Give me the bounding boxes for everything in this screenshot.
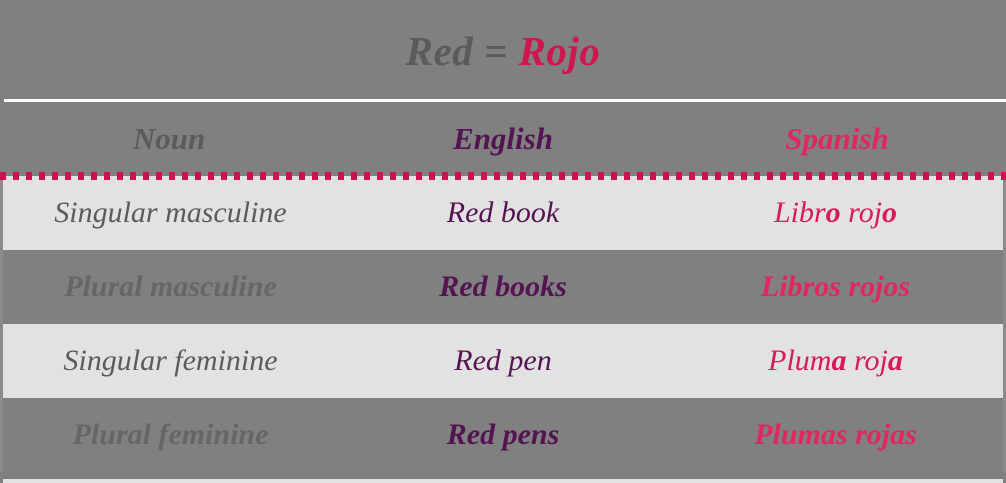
cell-english: Red book: [446, 196, 560, 229]
cell-english: Red pens: [446, 418, 560, 451]
cell-english: Red books: [439, 270, 567, 303]
column-header-english: English: [453, 121, 553, 156]
spanish-stem: Plum: [754, 418, 821, 451]
table-title: Red = Rojo: [0, 0, 1006, 102]
cell-noun: Singular feminine: [63, 344, 278, 377]
spanish-ending: a: [831, 344, 847, 377]
title-spanish-word: Rojo: [518, 28, 601, 74]
title-english-word: Red =: [405, 28, 519, 74]
spanish-stem: Plum: [768, 344, 832, 377]
spanish-adjective-stem: roj: [846, 344, 888, 377]
spanish-adjective-stem: roj: [840, 270, 884, 303]
table-row: Singular masculine Red book Libro rojo: [0, 176, 1006, 250]
cell-noun: Plural feminine: [72, 418, 269, 451]
cell-spanish: Pluma roja: [668, 344, 1003, 378]
cell-noun: Singular masculine: [54, 196, 287, 229]
cell-noun: Plural masculine: [64, 270, 277, 303]
table-row: Plural feminine Red pens Plumas rojas: [0, 398, 1006, 472]
spanish-ending: o: [825, 196, 841, 229]
column-header-noun: Noun: [132, 121, 206, 156]
spanish-ending: os: [814, 270, 841, 303]
cell-spanish: Libros rojos: [668, 270, 1003, 304]
spanish-adjective-ending: os: [883, 270, 911, 303]
cell-spanish: Plumas rojas: [668, 418, 1003, 452]
table-header-row: Noun English Spanish: [0, 102, 1006, 180]
table-row: Plural masculine Red books Libros rojos: [0, 250, 1006, 324]
header-dotted-divider: [0, 172, 1006, 180]
spanish-stem: Libr: [760, 270, 815, 303]
table-row: Singular feminine Red pen Pluma roja: [0, 324, 1006, 398]
spanish-adjective-ending: o: [882, 196, 898, 229]
table-bottom-divider: [3, 479, 1003, 483]
spanish-adjective-ending: a: [887, 344, 903, 377]
title-divider: [4, 99, 1006, 102]
spanish-adjective-ending: as: [890, 418, 917, 451]
spanish-adjective-stem: roj: [840, 196, 883, 229]
cell-english: Red pen: [454, 344, 552, 377]
spanish-stem: Libr: [773, 196, 826, 229]
spanish-ending: as: [820, 418, 848, 451]
column-header-spanish: Spanish: [785, 121, 889, 156]
cell-spanish: Libro rojo: [668, 196, 1003, 230]
spanish-adjective-stem: roj: [847, 418, 891, 451]
